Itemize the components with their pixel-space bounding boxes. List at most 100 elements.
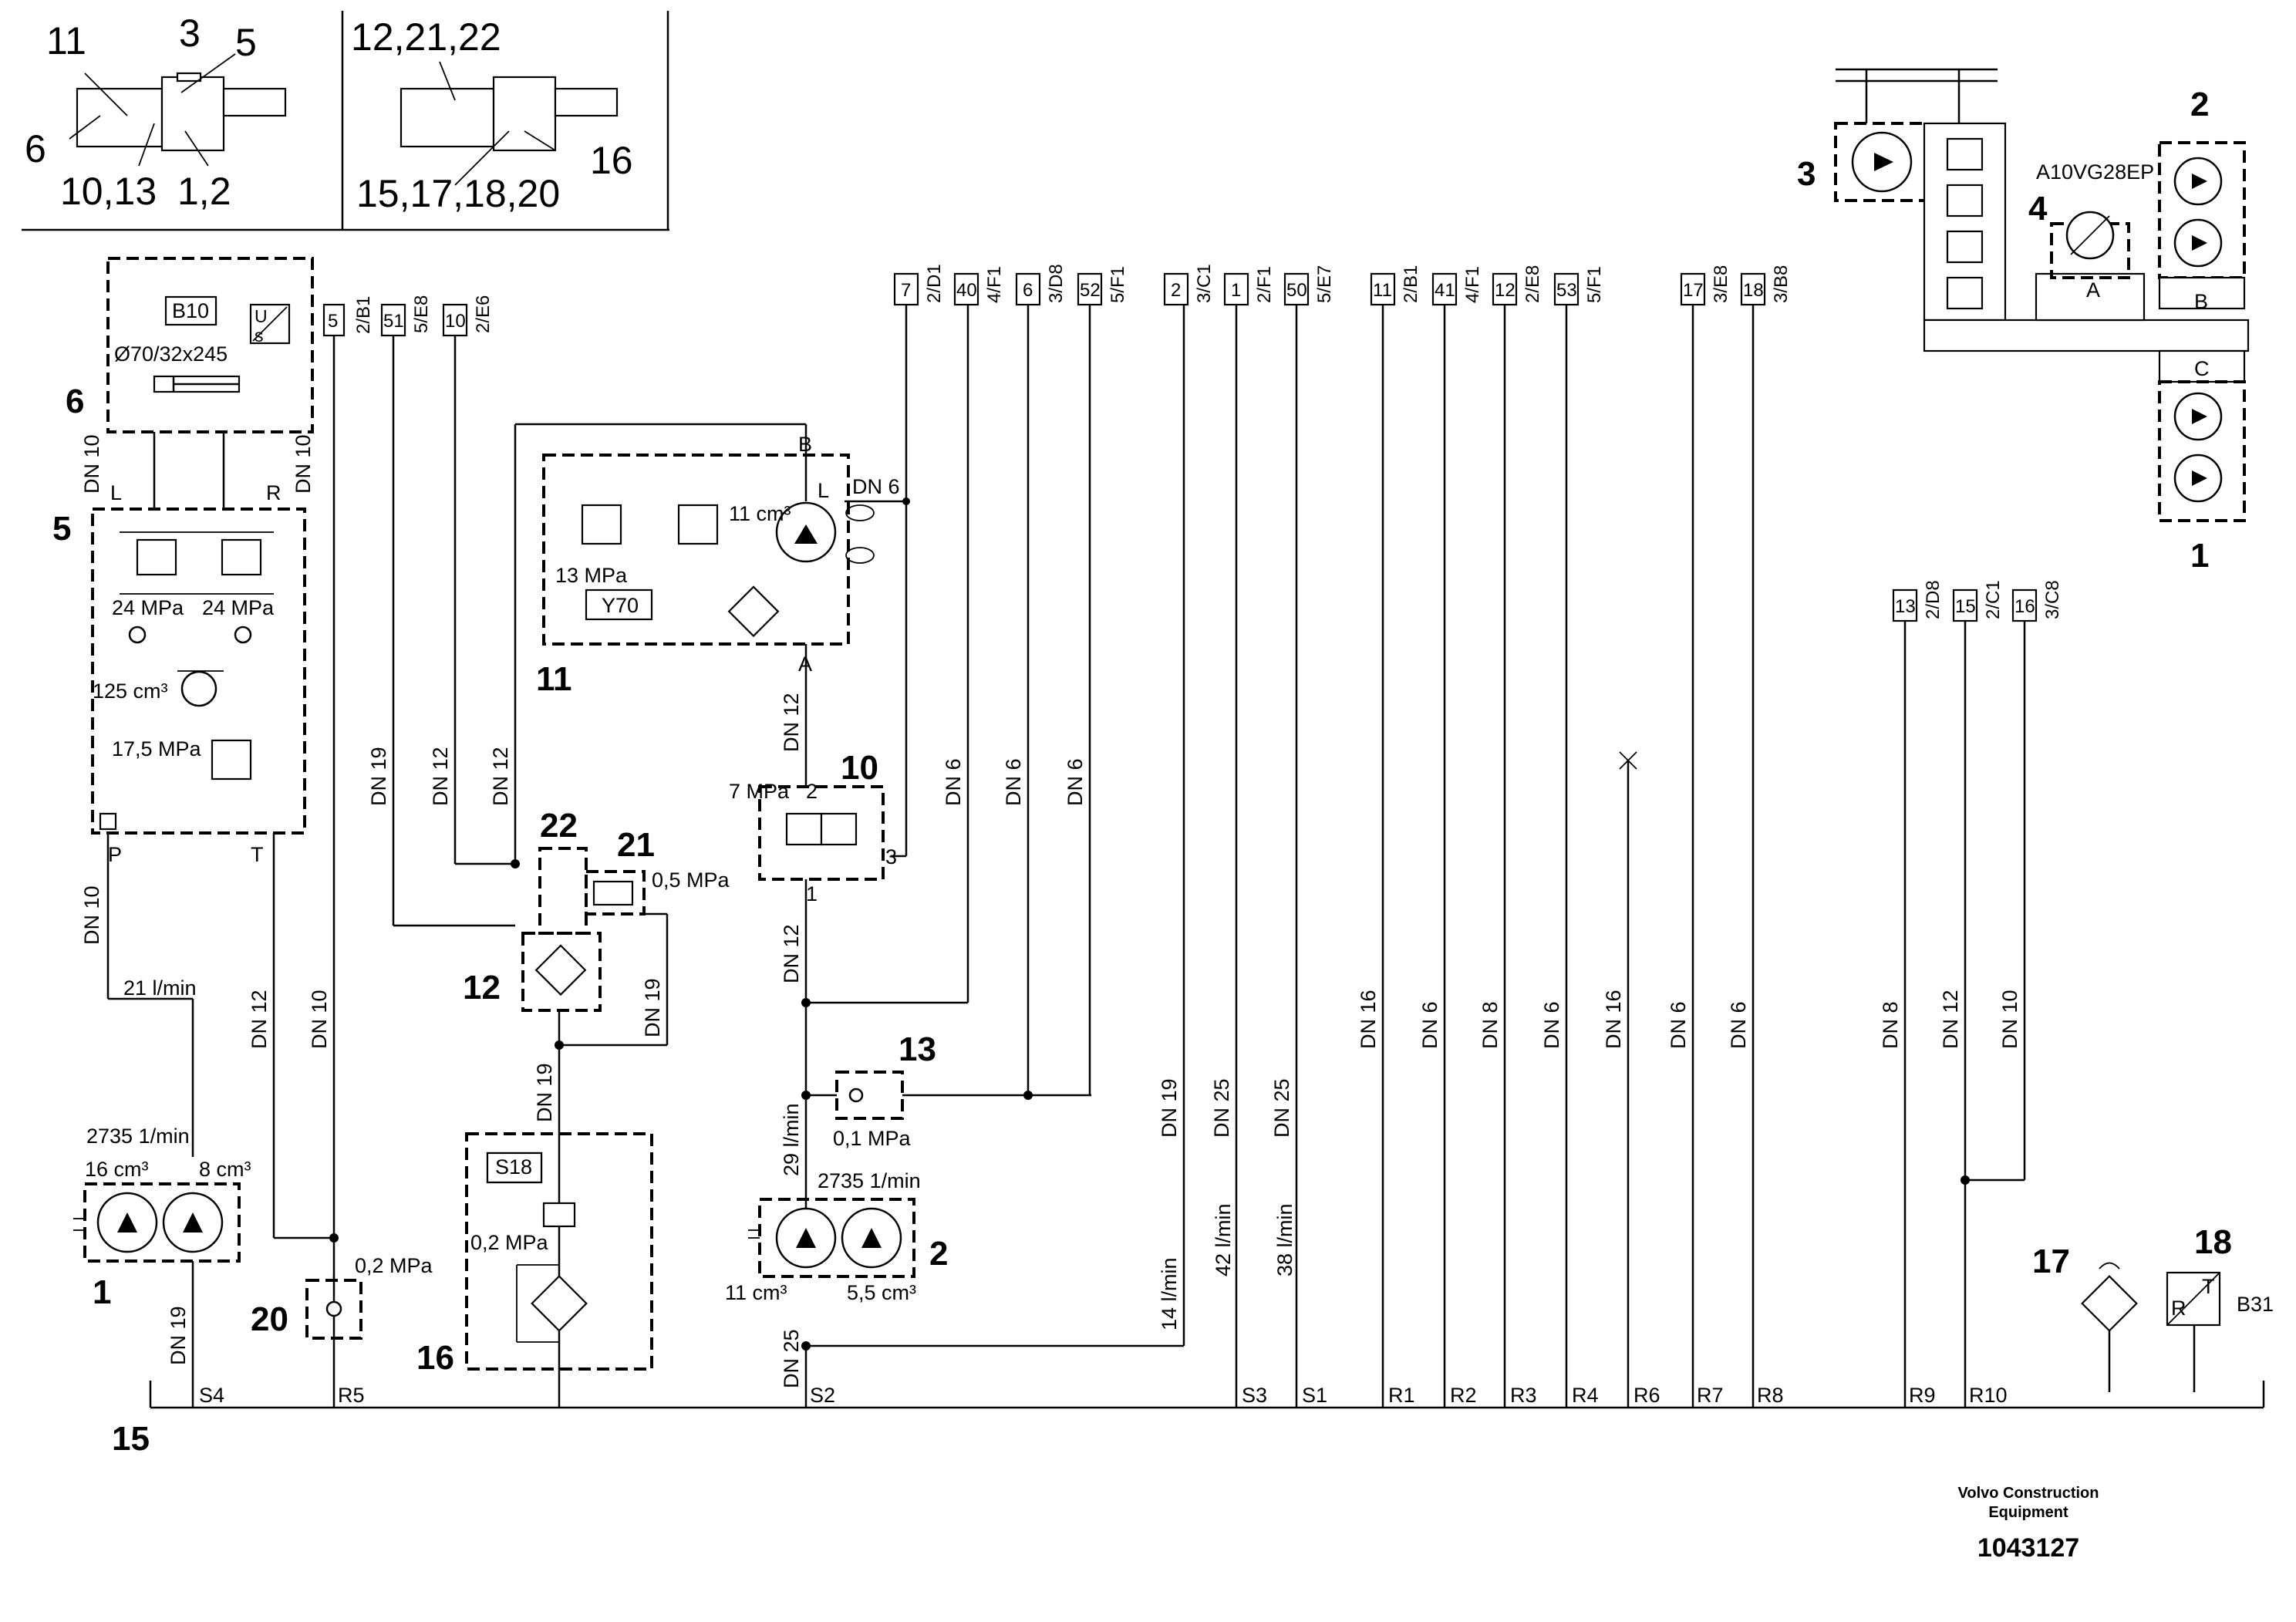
label-rpm-2: 2735 1/min [818,1169,921,1192]
tag-num: 11 [1373,280,1392,301]
dn-label: DN 10 [292,434,315,494]
tag-ref: 3/C8 [2042,580,2063,619]
dn-label: DN 19 [367,747,390,806]
tag-ref: 3/E8 [1711,265,1731,303]
port-r9: R9 [1909,1384,1936,1407]
dn-label: DN 25 [780,1329,803,1388]
tag-ref: 2/C1 [1983,580,2004,619]
inset-sketch-right [400,87,495,148]
label-motor-a: A [798,653,812,676]
label-13: 13 [899,1030,936,1068]
label-s18: S18 [495,1155,532,1179]
inset-label-1-2: 1,2 [177,170,231,213]
dn-label: DN 10 [1998,990,2021,1049]
document-number: 1043127 [1977,1533,2079,1563]
label-v10-2: 2 [806,780,818,803]
tag-num: 1 [1231,280,1241,301]
port-s2: S2 [810,1384,835,1407]
tag-ref: 2/D8 [1923,580,1944,619]
tag-num: 18 [1743,280,1764,301]
label-3: 3 [1797,155,1816,193]
tag-ref: 3/B8 [1771,265,1792,303]
label-b10: B10 [172,299,209,322]
label-2: 2 [929,1235,948,1273]
port-r10: R10 [1969,1384,2008,1407]
dn-label: DN 6 [1667,1001,1690,1049]
dn-label: DN 6 [1064,758,1087,806]
label-v10-1: 1 [806,882,818,905]
dn-label: DN 25 [1270,1078,1293,1138]
company-line-2: Equipment [1988,1504,2068,1521]
tag-ref: 4/F1 [1462,266,1483,303]
label-dn6-motor: DN 6 [852,475,900,498]
label-21: 21 [617,826,655,864]
label-port-b: B [2194,290,2208,313]
port-r6: R6 [1633,1384,1660,1407]
label-11cm3-b: 11 cm³ [725,1281,787,1304]
label-port-r: R [266,481,282,504]
dn-label: DN 16 [1602,990,1625,1049]
port-r5: R5 [338,1384,365,1407]
label-r: R [2171,1297,2186,1320]
label-11cm3: 11 cm³ [729,502,791,525]
tag-num: 12 [1495,280,1515,301]
dn-label: DN 19 [1158,1078,1181,1138]
dn-label: DN 12 [489,747,512,806]
filter-block-22-12-21 [521,847,646,1012]
label-8cm3: 8 cm³ [199,1158,251,1181]
label-20: 20 [251,1300,288,1338]
valve-10 [758,785,885,881]
label-7mpa: 7 MPa [729,780,790,803]
label-port-c: C [2194,357,2210,380]
breather-17 [2081,1262,2138,1392]
label-su-u: U [255,306,268,326]
tag-ref: 3/D8 [1046,264,1067,303]
label-1-top: 1 [2190,537,2209,575]
tag-ref: 2/D1 [924,264,945,303]
label-17: 17 [2032,1243,2070,1280]
dn-label: DN 6 [1418,1001,1441,1049]
label-11: 11 [536,660,572,698]
dn-label: DN 12 [780,693,803,752]
inset-label-6: 6 [25,127,46,170]
inset-sketch-left [76,87,164,148]
pump-2 [758,1198,915,1278]
tag-num: 13 [1895,596,1916,617]
dn-label: DN 12 [780,924,803,983]
label-v10-3: 3 [885,845,897,868]
label-a10vg: A10VG28EP [2036,160,2154,184]
label-18: 18 [2194,1223,2232,1261]
port-r1: R1 [1388,1384,1415,1407]
sensor-18 [2166,1271,2221,1392]
dn-label: DN 19 [167,1306,190,1365]
label-4: 4 [2028,190,2048,228]
label-port-a: A [2086,278,2100,302]
label-t: T [2202,1275,2215,1298]
label-2-top: 2 [2190,86,2209,123]
dn-label: DN 25 [1210,1078,1233,1138]
port-r7: R7 [1697,1384,1724,1407]
check-valve-20 [305,1279,362,1340]
port-r3: R3 [1510,1384,1537,1407]
label-16: 16 [416,1339,454,1377]
dn-label: DN 19 [641,978,664,1037]
tank-port-labels: S4 R5 S2 S3 S1 R1 R2 R3 R4 R6 R7 R8 R9 R… [199,1384,2008,1407]
tag-num: 50 [1286,280,1307,301]
tag-num: 2 [1171,280,1181,301]
label-port-p: P [108,843,122,866]
tag-ref: 2/E8 [1522,265,1543,303]
label-16cm3: 16 cm³ [85,1158,149,1181]
label-motor-l: L [818,479,829,502]
label-24mpa-b: 24 MPa [202,596,275,619]
dn-label: DN 10 [80,885,103,945]
top-reference-tags: 5 2/B1 51 5/E8 10 2/E6 7 2/D1 40 4/F1 6 … [322,264,2063,622]
dn-label: DN 8 [1478,1001,1502,1049]
pump-1 [83,1182,241,1263]
inset-label-3: 3 [179,12,201,55]
label-port-l: L [110,481,122,504]
label-b31: B31 [2237,1293,2274,1316]
label-12: 12 [463,969,501,1007]
tag-num: 7 [901,280,911,301]
label-flow-14: 14 l/min [1158,1257,1181,1330]
tag-num: 10 [445,311,466,332]
